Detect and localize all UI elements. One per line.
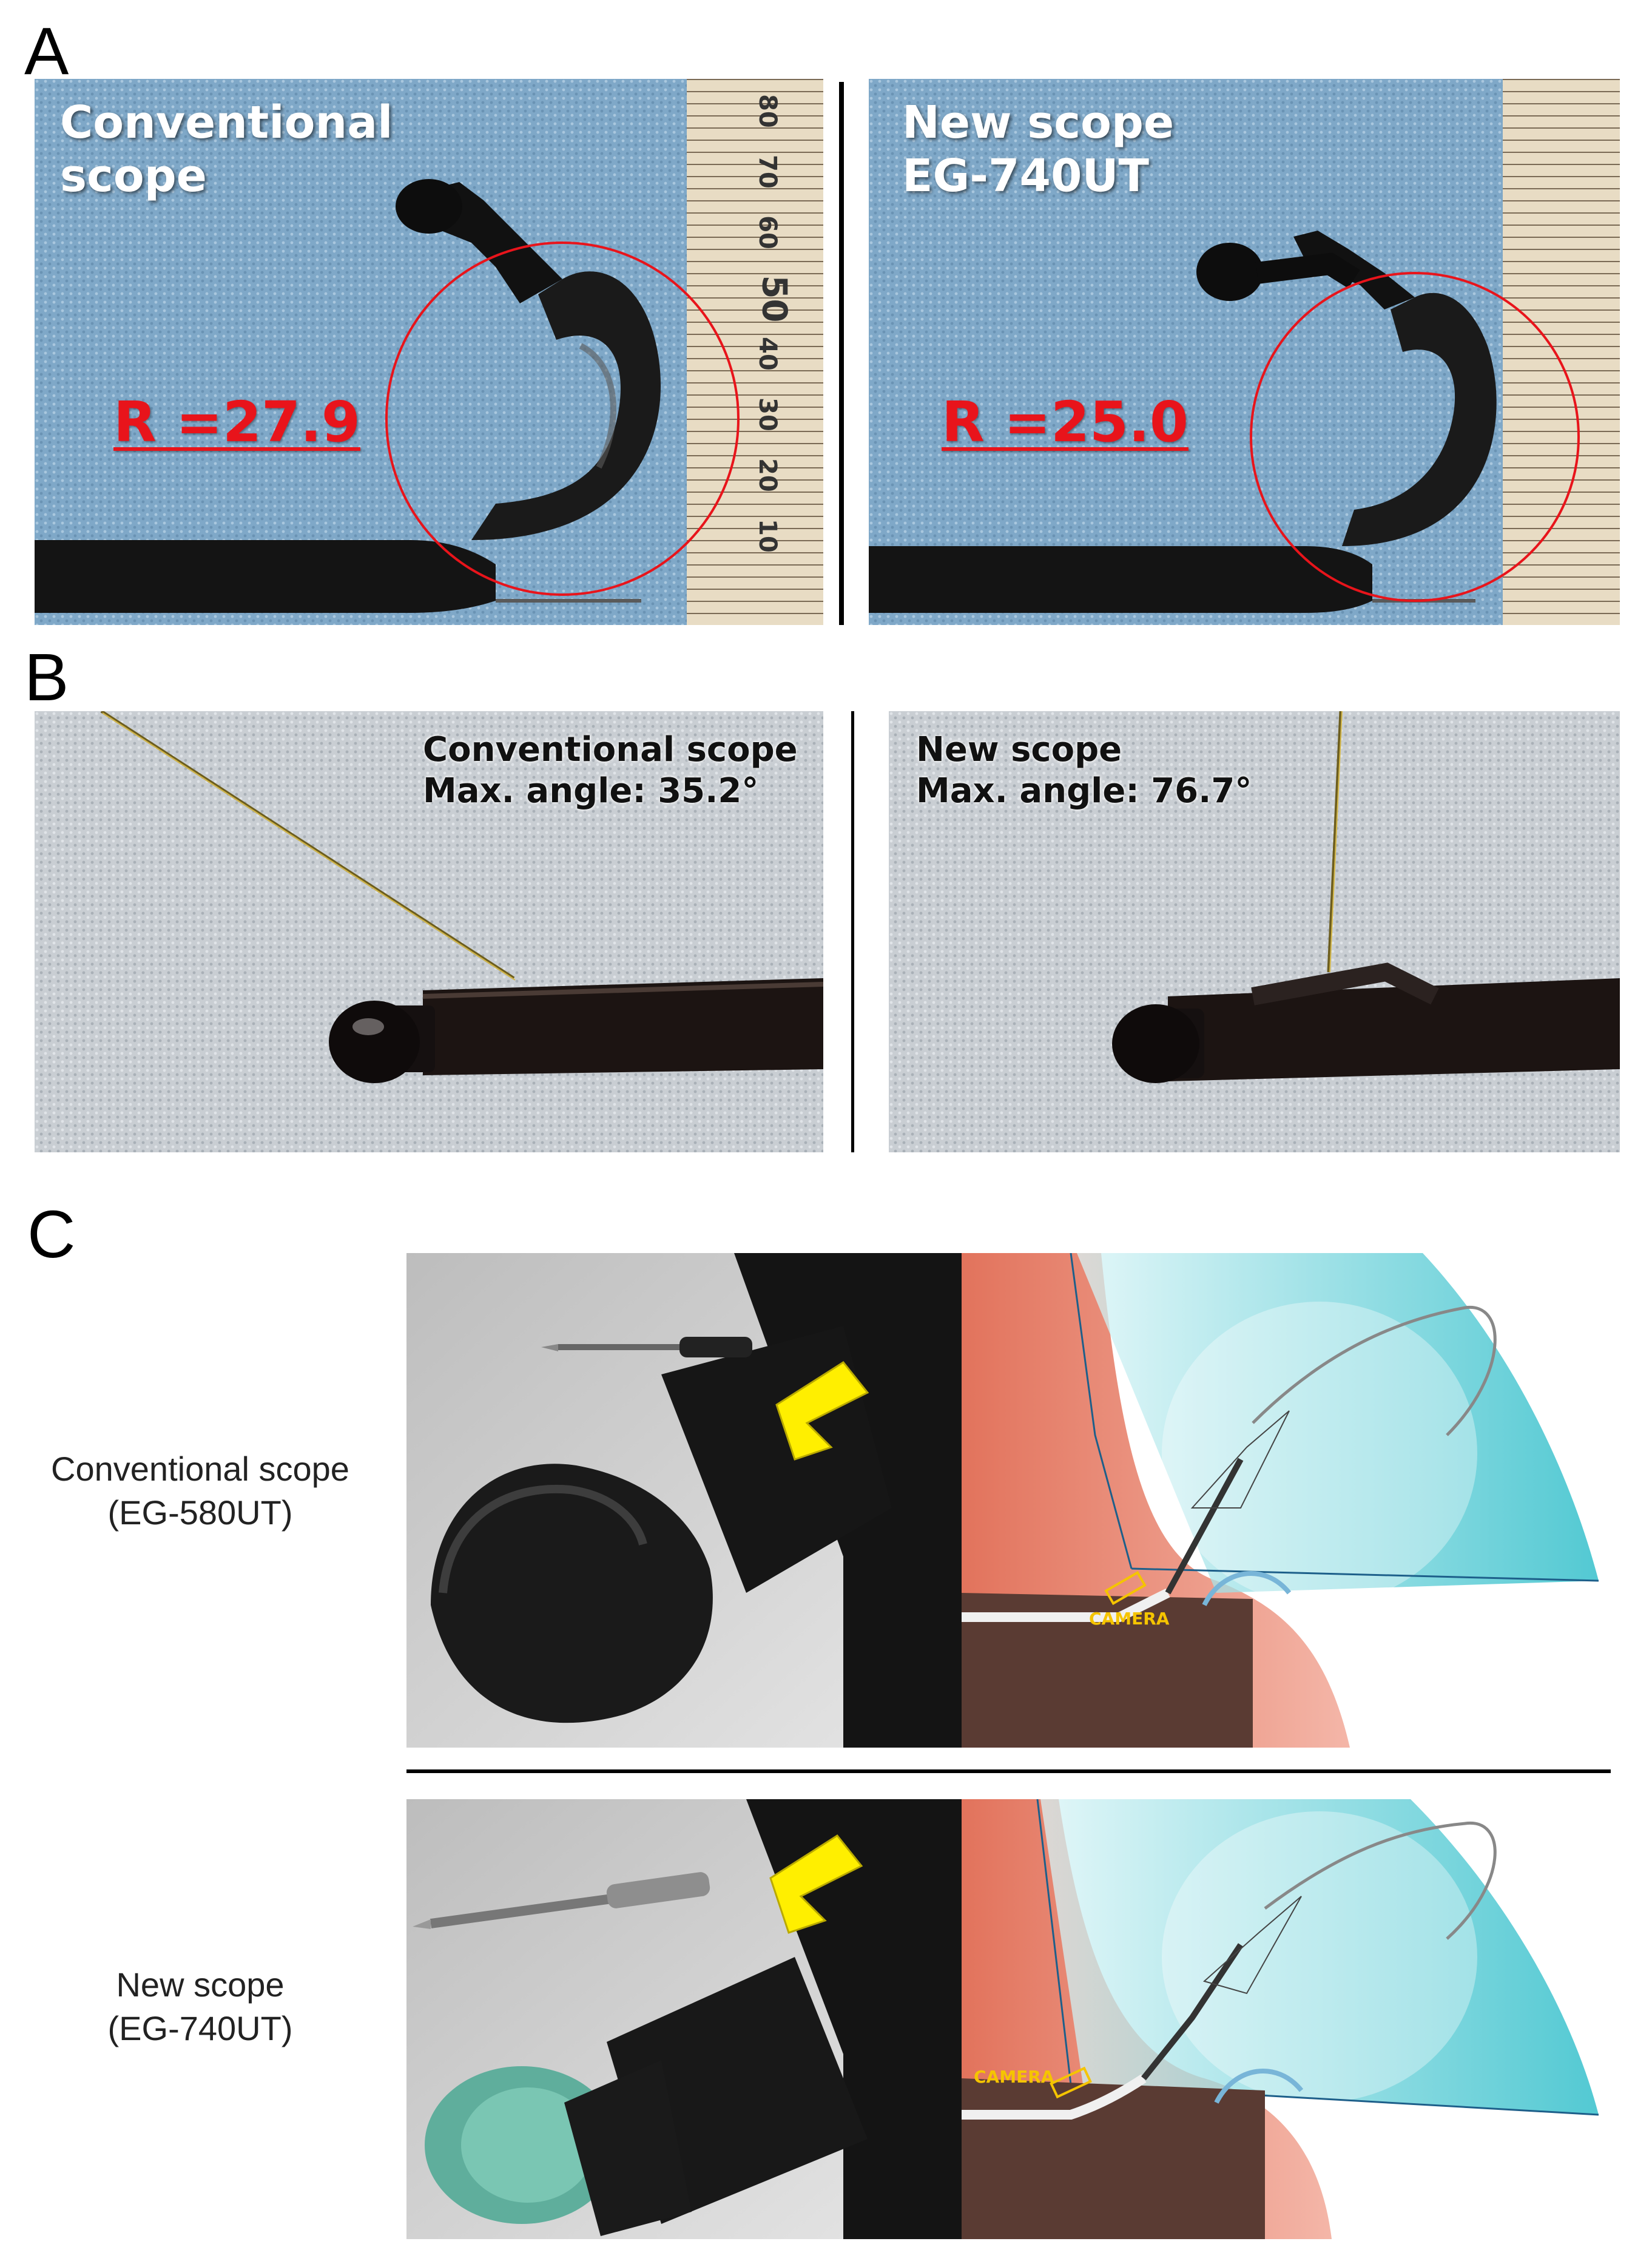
ruler-tick-label: 60 bbox=[753, 215, 781, 249]
panel-c-divider bbox=[406, 1769, 1611, 1773]
new-scope-radius-label: R =25.0 bbox=[942, 390, 1188, 454]
new-scope-bend-image bbox=[869, 79, 1620, 625]
ruler-tick-label: 40 bbox=[753, 337, 781, 371]
panel-a-new-scope-photo: New scope EG-740UT R =25.0 bbox=[869, 79, 1620, 625]
panel-letter-b: B bbox=[24, 640, 69, 715]
ruler-tick-label: 70 bbox=[753, 155, 781, 189]
conventional-scope-angle-label: Conventional scope Max. angle: 35.2° bbox=[423, 729, 798, 812]
ruler-a-left: 80 70 60 50 40 30 20 10 bbox=[750, 94, 799, 613]
c-row1-scope-name: Conventional scope bbox=[51, 1450, 349, 1488]
panel-b-divider bbox=[851, 711, 854, 1152]
c-row2-camera-label: CAMERA bbox=[974, 2067, 1054, 2087]
conventional-scope-name: Conventional scope bbox=[423, 730, 798, 769]
panel-letter-a: A bbox=[24, 14, 69, 89]
conventional-scope-max-angle: Max. angle: 35.2° bbox=[423, 771, 759, 811]
new-scope-title: New scope EG-740UT bbox=[902, 96, 1175, 202]
new-scope-name: New scope bbox=[916, 730, 1122, 769]
conventional-scope-title: Conventional scope bbox=[60, 96, 393, 202]
c-row2-scope-name: New scope bbox=[116, 1965, 285, 2004]
c-row2-label: New scope (EG-740UT) bbox=[30, 1963, 370, 2050]
ruler-tick-label: 80 bbox=[753, 94, 781, 128]
c-row2-diagram: CAMERA Field of view bbox=[962, 1799, 1611, 2239]
panel-letter-c: C bbox=[27, 1197, 76, 1272]
panel-b-new-scope-photo: New scope Max. angle: 76.7° bbox=[889, 711, 1620, 1152]
conventional-scope-needle-image bbox=[35, 711, 823, 1152]
ruler-tick-label: 20 bbox=[753, 458, 781, 492]
c-row1-scope-model: (EG-580UT) bbox=[107, 1493, 293, 1532]
c-row1-diagram: CAMERA Field of view bbox=[962, 1253, 1611, 1748]
c-row2-scope-model: (EG-740UT) bbox=[107, 2009, 293, 2047]
c-row1-scope-render bbox=[406, 1253, 962, 1748]
new-scope-angle-label: New scope Max. angle: 76.7° bbox=[916, 729, 1252, 812]
panel-b-conventional-photo: Conventional scope Max. angle: 35.2° bbox=[35, 711, 823, 1152]
conventional-scope-field-of-view-diagram: CAMERA Field of view bbox=[962, 1253, 1611, 1748]
panel-a-divider bbox=[839, 82, 844, 625]
new-scope-field-of-view-diagram: CAMERA Field of view bbox=[962, 1799, 1611, 2239]
ruler-tick-label: 30 bbox=[753, 397, 781, 431]
conventional-radius-label: R =27.9 bbox=[113, 390, 360, 454]
c-row1-camera-label: CAMERA bbox=[1089, 1609, 1170, 1629]
conventional-scope-render-image bbox=[406, 1253, 962, 1748]
new-scope-max-angle: Max. angle: 76.7° bbox=[916, 771, 1252, 811]
ruler-tick-label: 10 bbox=[753, 519, 781, 553]
conventional-scope-bend-image bbox=[35, 79, 823, 625]
new-scope-needle-image bbox=[889, 711, 1620, 1152]
new-scope-render-image bbox=[406, 1799, 962, 2239]
panel-a-conventional-photo: Conventional scope R =27.9 80 70 60 50 4… bbox=[35, 79, 823, 625]
ruler-tick-label: 50 bbox=[754, 275, 794, 323]
c-row2-scope-render bbox=[406, 1799, 962, 2239]
c-row1-label: Conventional scope (EG-580UT) bbox=[30, 1447, 370, 1535]
